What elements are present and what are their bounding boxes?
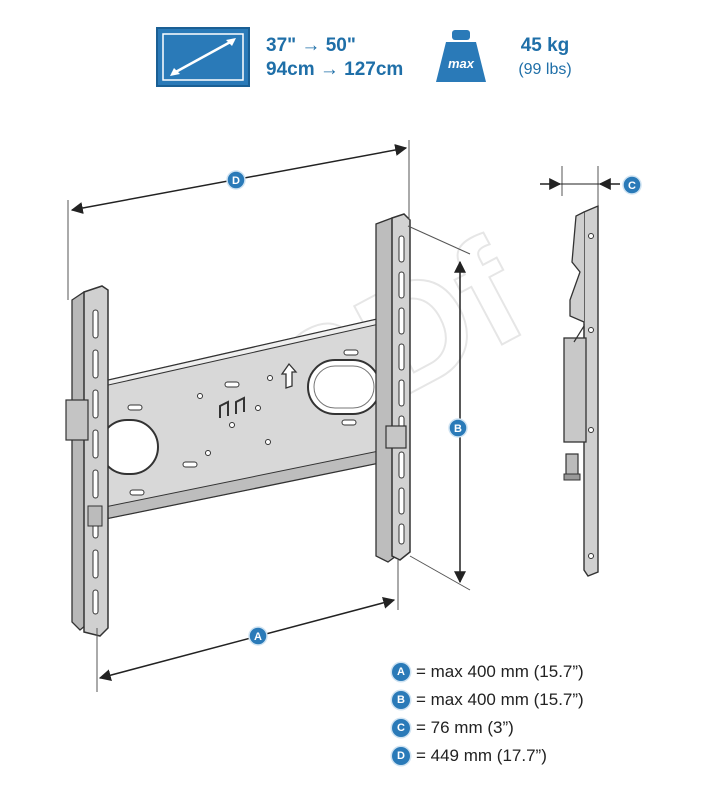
weight-kg: 45 kg	[520, 35, 570, 56]
legend-badge-b: B	[392, 691, 410, 709]
weight-badge-label: max	[448, 56, 475, 71]
max-weight: 45 kg (99 lbs)	[500, 34, 590, 82]
marker-b: B	[454, 423, 462, 435]
dimension-d: D	[67, 140, 410, 300]
dimension-legend: A = max 400 mm (15.7”) B = max 400 mm (1…	[392, 658, 584, 770]
dimension-c: C	[540, 166, 642, 206]
legend-row-c: C = 76 mm (3”)	[392, 714, 584, 742]
legend-row-d: D = 449 mm (17.7”)	[392, 742, 584, 770]
legend-badge-d: D	[392, 747, 410, 765]
dimension-a: A	[96, 560, 399, 692]
screen-size-icon	[156, 27, 250, 87]
legend-text-b: = max 400 mm (15.7”)	[416, 690, 584, 709]
legend-text-c: = 76 mm (3”)	[416, 718, 514, 737]
wall-mount-front-view	[65, 213, 411, 637]
legend-text-a: = max 400 mm (15.7”)	[416, 662, 584, 681]
dimension-b: B	[407, 225, 471, 591]
legend-badge-a: A	[392, 663, 410, 681]
legend-row-a: A = max 400 mm (15.7”)	[392, 658, 584, 686]
legend-badge-c: C	[392, 719, 410, 737]
size-inches: 37" → 50"	[266, 35, 356, 56]
marker-a: A	[254, 631, 262, 643]
legend-row-b: B = max 400 mm (15.7”)	[392, 686, 584, 714]
marker-c: C	[628, 180, 636, 192]
weight-icon: max	[436, 30, 486, 82]
size-cm: 94cm → 127cm	[266, 59, 404, 80]
legend-text-d: = 449 mm (17.7”)	[416, 746, 547, 765]
marker-d: D	[232, 175, 240, 187]
screen-size-range: 37" → 50" 94cm → 127cm	[266, 34, 403, 82]
wall-mount-side-view	[563, 204, 599, 577]
weight-lbs: (99 lbs)	[518, 61, 572, 78]
